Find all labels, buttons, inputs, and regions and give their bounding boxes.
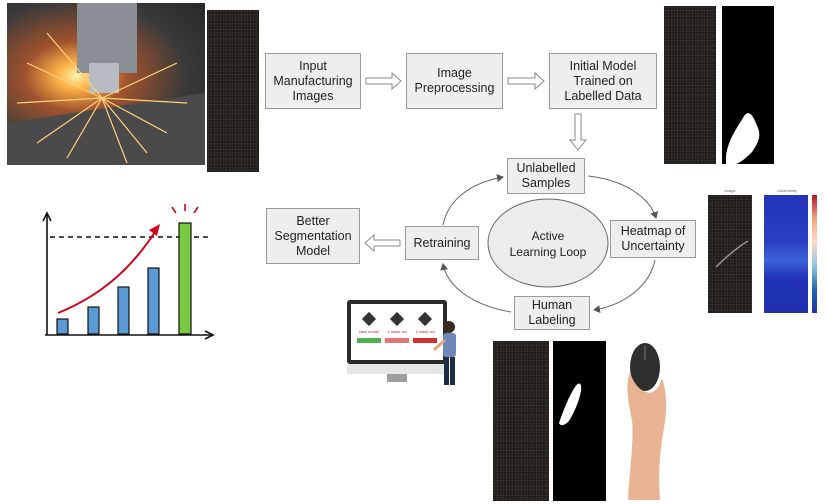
human-labeling-box: Human Labeling: [514, 296, 590, 330]
monitor-card-1: New model: [357, 311, 381, 350]
heatmap-uncertainty-title: Uncertainty: [776, 188, 798, 193]
image-preprocessing-box: Image Preprocessing: [406, 53, 503, 109]
input-box-label: Input Manufacturing Images: [273, 58, 353, 103]
cube-icon: [361, 311, 377, 327]
arrow-input-to-preprocess: [365, 71, 402, 91]
monitor-card-2-label: 1 mask old: [387, 329, 407, 334]
human-label-mask: [553, 341, 606, 501]
arc-unlabelled-to-heatmap: [587, 175, 659, 219]
arrow-model-down: [568, 113, 588, 151]
retraining-box-label: Retraining: [413, 235, 471, 250]
arc-human-to-retraining: [440, 263, 512, 313]
monitor-card-2-bar: [385, 338, 409, 343]
human-box-label: Human Labeling: [528, 298, 576, 327]
monitor-illustration: New model 1 mask old 1 mask old: [347, 300, 449, 388]
heatmap-source-image: [708, 195, 752, 313]
initial-model-box-label: Initial Model Trained on Labelled Data: [564, 58, 642, 103]
active-learning-ellipse: [487, 198, 609, 288]
human-mask-shape: [559, 383, 582, 426]
monitor-card-3-label: 1 mask old: [415, 329, 435, 334]
monitor-card-2: 1 mask old: [385, 311, 409, 350]
unlabelled-samples-box: Unlabelled Samples: [507, 158, 585, 194]
arc-heatmap-to-human: [593, 259, 656, 313]
unlabelled-box-label: Unlabelled Samples: [516, 161, 576, 190]
heatmap-colorbar: [812, 195, 817, 313]
cube-icon: [389, 311, 405, 327]
retraining-box: Retraining: [405, 226, 479, 260]
input-manufacturing-images-box: Input Manufacturing Images: [265, 53, 361, 109]
initial-model-box: Initial Model Trained on Labelled Data: [549, 53, 657, 109]
input-image-strip: [207, 10, 259, 172]
heatmap-image-title: Image: [724, 188, 736, 193]
monitor-card-1-label: New model: [358, 329, 379, 334]
mask-shape: [726, 113, 760, 164]
monitor-card-3-bar: [413, 338, 437, 343]
heatmap-box-label: Heatmap of Uncertainty: [620, 224, 686, 253]
monitor-card-1-bar: [357, 338, 381, 343]
arc-retraining-to-unlabelled: [442, 174, 504, 226]
arrow-retraining-to-better: [364, 233, 401, 253]
arrow-preprocess-to-model: [507, 71, 545, 91]
laser-cutting-photo: [7, 3, 205, 165]
monitor-chin: [347, 364, 447, 374]
heatmap-uncertainty-box: Heatmap of Uncertainty: [610, 220, 696, 258]
heatmap-panel: Image Uncertainty: [700, 188, 826, 316]
heatmap-uncertainty-map: [764, 195, 808, 313]
labelled-mask-strip: [722, 6, 774, 164]
better-box-label: Better Segmentation Model: [274, 213, 352, 258]
laser-sparks: [7, 3, 205, 165]
monitor-stand: [387, 374, 407, 382]
human-label-image: [493, 341, 549, 501]
monitor-card-3: 1 mask old: [413, 311, 437, 350]
loop-label-line1: Active: [532, 229, 565, 243]
loop-label-line2: Learning Loop: [510, 245, 587, 259]
better-segmentation-box: Better Segmentation Model: [266, 208, 360, 264]
cube-icon: [417, 311, 433, 327]
defect-line: [715, 240, 749, 268]
preprocess-box-label: Image Preprocessing: [414, 66, 495, 95]
labelled-image-strip: [664, 6, 716, 164]
